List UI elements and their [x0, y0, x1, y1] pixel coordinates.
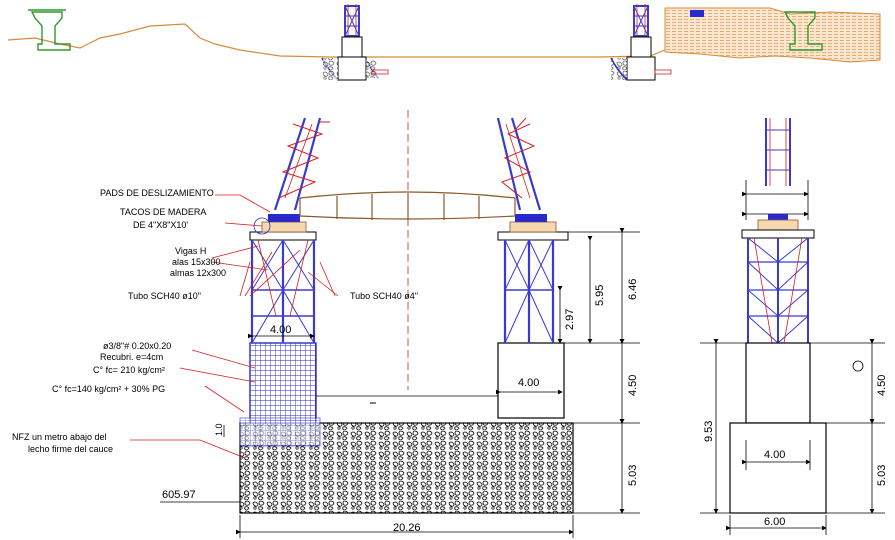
- right-footing: [497, 342, 565, 419]
- right-inclined-arm: [496, 117, 542, 211]
- label-malla-1: ø3/8"# 0.20x0.20: [103, 341, 171, 351]
- side-dimensions: [700, 339, 885, 535]
- dim-646: 6.46: [627, 279, 639, 300]
- side-dim-503: 5.03: [876, 465, 888, 486]
- dim-small: 1.0: [214, 423, 224, 436]
- slide-pad-left: [268, 214, 300, 222]
- right-tower: [497, 231, 569, 344]
- dim-450: 4.50: [627, 375, 639, 396]
- dim-297: 2.97: [564, 309, 576, 330]
- side-view: 9.53 4.50 5.03 4.00 6.00: [700, 118, 888, 535]
- top-elevation-view: [7, 4, 881, 81]
- label-tacos-1: TACOS DE MADERA: [120, 207, 206, 217]
- side-tower: [747, 237, 809, 344]
- label-nfz-2: lecho firme del cauce: [28, 444, 113, 454]
- timber-blocks-right: [509, 221, 557, 233]
- side-arm: [765, 118, 791, 186]
- label-vigas-1: Vigas H: [175, 246, 206, 256]
- side-dim-600: 6.00: [764, 516, 785, 528]
- side-cap: [741, 229, 815, 239]
- side-pad: [768, 214, 788, 220]
- label-tacos-2: DE 4"X8"X10': [133, 220, 188, 230]
- side-foundation: [729, 422, 827, 514]
- right-bank-marker: [690, 10, 704, 17]
- dim-left-width: 4.00: [270, 324, 291, 336]
- dim-mid-width: 4.00: [518, 377, 539, 389]
- leader-lines: [130, 194, 339, 459]
- terrain-profile: [7, 23, 666, 58]
- label-malla-2: Recubri. e=4cm: [100, 352, 163, 362]
- label-vigas-2: alas 15x300: [172, 257, 221, 267]
- dim-503: 5.03: [627, 465, 639, 486]
- label-nfz-1: NFZ un metro abajo del: [12, 432, 107, 442]
- right-bank-hatch: [664, 7, 881, 63]
- label-vigas-3: almas 12x300: [170, 268, 226, 278]
- side-timber: [757, 219, 799, 231]
- dimension-lines: [160, 228, 640, 538]
- dim-595: 5.95: [594, 285, 606, 306]
- left-abutment: [28, 9, 71, 51]
- deck-truss: [299, 191, 516, 220]
- right-abutment: [783, 11, 823, 51]
- side-footing: [745, 342, 811, 424]
- label-concreto-140: C° fc=140 kg/cm² + 30% PG: [52, 384, 165, 394]
- side-dim-450: 4.50: [876, 375, 888, 396]
- label-concreto-210: C° fc= 210 kg/cm²: [93, 365, 165, 375]
- side-dim-400: 4.00: [764, 449, 785, 461]
- slide-pad-right: [515, 214, 547, 222]
- label-pads: PADS DE DESLIZAMIENTO: [100, 188, 214, 198]
- dim-elevation: 605.97: [162, 489, 196, 501]
- left-inclined-arm: [273, 117, 330, 211]
- label-tubo-10: Tubo SCH40 ø10": [128, 291, 201, 301]
- left-footing-mesh: [249, 342, 317, 424]
- top-pier-right: [610, 4, 672, 81]
- main-section-view: PADS DE DESLIZAMIENTO TACOS DE MADERA DE…: [12, 110, 640, 538]
- dim-total-width: 20.26: [393, 522, 421, 534]
- top-pier-left: [321, 4, 389, 81]
- label-tubo-4: Tubo SCH40 ø4": [350, 291, 418, 301]
- left-footing-base: [239, 417, 321, 447]
- side-dim-953: 9.53: [703, 421, 715, 442]
